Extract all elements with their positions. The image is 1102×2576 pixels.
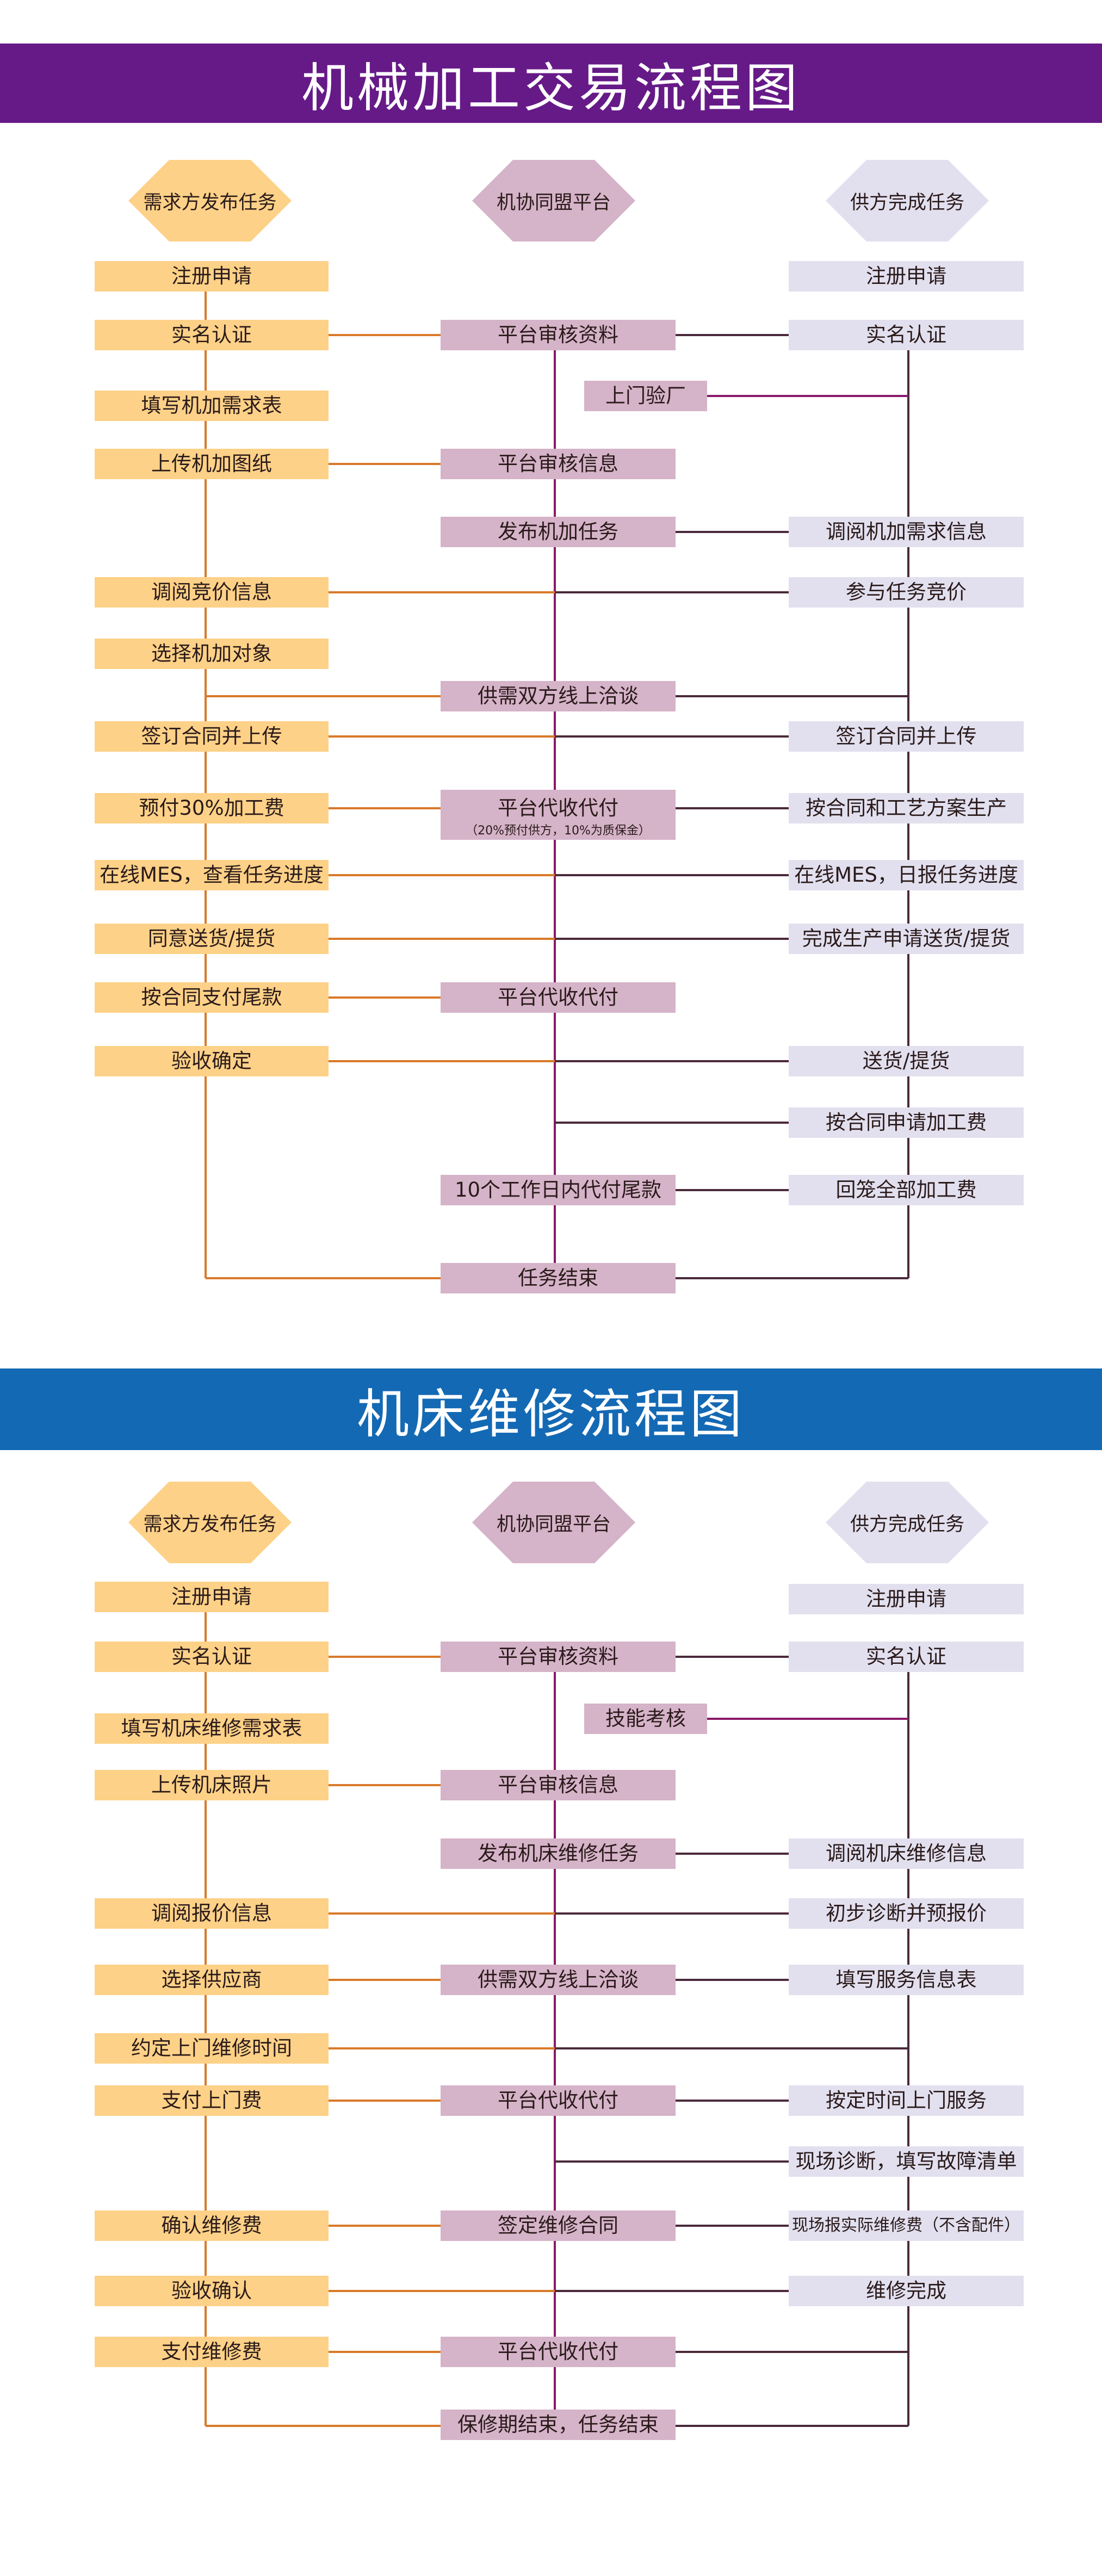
s1-platform-step: 平台代收代付 [441, 982, 676, 1013]
s1-platform-step: 平台审核信息 [441, 449, 676, 479]
s2-demand-step: 选择供应商 [95, 1965, 329, 1995]
s2-supply-step: 调阅机床维修信息 [789, 1838, 1024, 1869]
s1-supply-head: 供方完成任务 [826, 160, 989, 242]
s1-demand-step: 按合同支付尾款 [95, 982, 329, 1013]
s1-demand-step: 选择机加对象 [95, 639, 329, 669]
s1-platform-step: 平台代收代付 [498, 796, 618, 820]
s1-platform-step: 任务结束 [441, 1263, 676, 1293]
s2-supply-step: 注册申请 [789, 1584, 1024, 1614]
s2-supply-step: 填写服务信息表 [789, 1965, 1024, 1995]
s1-platform-step: 10个工作日内代付尾款 [441, 1175, 676, 1205]
s1-demand-step: 验收确定 [95, 1046, 329, 1076]
s1-supply-step: 在线MES，日报任务进度 [789, 860, 1024, 890]
section1-title: 机械加工交易流程图 [301, 57, 801, 119]
s2-platform-step: 供需双方线上洽谈 [441, 1965, 676, 1995]
s1-platform-step: 发布机加任务 [441, 517, 676, 547]
s1-supply-step: 实名认证 [789, 320, 1024, 350]
s2-supply-step: 现场报实际维修费（不含配件） [789, 2210, 1024, 2241]
s2-platform-step: 平台审核资料 [441, 1642, 676, 1672]
s1-platform-step: 供需双方线上洽谈 [441, 681, 676, 711]
s1-supply-step: 参与任务竞价 [789, 577, 1024, 608]
section1-title-banner: 机械加工交易流程图 [0, 44, 1102, 123]
s2-platform-head: 机协同盟平台 [472, 1482, 635, 1563]
s1-platform-step: 平台审核资料 [441, 320, 676, 350]
s2-demand-step: 填写机床维修需求表 [95, 1713, 329, 1744]
s2-platform-step: 发布机床维修任务 [441, 1838, 676, 1869]
s2-supply-head: 供方完成任务 [826, 1482, 989, 1563]
s1-supply-step: 回笼全部加工费 [789, 1175, 1024, 1205]
s1-supply-step: 送货/提货 [789, 1046, 1024, 1076]
s2-demand-step: 确认维修费 [95, 2210, 329, 2241]
s1-demand-step: 注册申请 [95, 261, 329, 292]
s1-platform-collect-box: 平台代收代付 （20%预付供方，10%为质保金） [441, 790, 676, 840]
s2-platform-step: 签定维修合同 [441, 2210, 676, 2241]
s1-supply-step: 按合同申请加工费 [789, 1107, 1024, 1138]
s2-demand-step: 约定上门维修时间 [95, 2033, 329, 2064]
s1-demand-step: 填写机加需求表 [95, 391, 329, 421]
s2-supply-step: 维修完成 [789, 2276, 1024, 2306]
s2-demand-head: 需求方发布任务 [128, 1482, 292, 1563]
s1-demand-step: 实名认证 [95, 320, 329, 350]
section2-title: 机床维修流程图 [357, 1383, 745, 1445]
s1-platform-step: 上门验厂 [584, 381, 707, 411]
s2-supply-step: 现场诊断，填写故障清单 [789, 2146, 1024, 2177]
s2-platform-step: 技能考核 [584, 1704, 707, 1734]
s2-supply-step: 按定时间上门服务 [789, 2085, 1024, 2116]
s2-demand-step: 支付维修费 [95, 2337, 329, 2367]
section2-title-banner: 机床维修流程图 [0, 1369, 1102, 1450]
s1-demand-step: 在线MES，查看任务进度 [95, 860, 329, 890]
s2-demand-step: 上传机床照片 [95, 1770, 329, 1800]
s2-platform-step: 平台代收代付 [441, 2085, 676, 2116]
s1-demand-step: 同意送货/提货 [95, 924, 329, 954]
s1-demand-step: 签订合同并上传 [95, 721, 329, 752]
s2-platform-step: 平台代收代付 [441, 2337, 676, 2367]
s1-demand-step: 预付30%加工费 [95, 793, 329, 823]
s2-demand-step: 调阅报价信息 [95, 1898, 329, 1929]
s1-supply-step: 完成生产申请送货/提货 [789, 924, 1024, 954]
s2-platform-step: 平台审核信息 [441, 1770, 676, 1800]
s1-platform-note: （20%预付供方，10%为质保金） [466, 824, 651, 838]
s2-demand-step: 验收确认 [95, 2276, 329, 2306]
s1-supply-step: 调阅机加需求信息 [789, 517, 1024, 547]
s1-platform-head: 机协同盟平台 [472, 160, 635, 242]
s1-demand-step: 上传机加图纸 [95, 449, 329, 479]
s2-supply-step: 初步诊断并预报价 [789, 1898, 1024, 1929]
s2-platform-step: 保修期结束，任务结束 [441, 2410, 676, 2440]
s1-demand-step: 调阅竞价信息 [95, 577, 329, 608]
s2-demand-step: 实名认证 [95, 1642, 329, 1672]
s2-demand-step: 注册申请 [95, 1582, 329, 1612]
s1-supply-step: 注册申请 [789, 261, 1024, 292]
s1-supply-step: 签订合同并上传 [789, 721, 1024, 752]
s2-supply-step: 实名认证 [789, 1642, 1024, 1672]
s2-demand-step: 支付上门费 [95, 2085, 329, 2116]
s1-supply-step: 按合同和工艺方案生产 [789, 793, 1024, 823]
s1-demand-head: 需求方发布任务 [128, 160, 292, 242]
